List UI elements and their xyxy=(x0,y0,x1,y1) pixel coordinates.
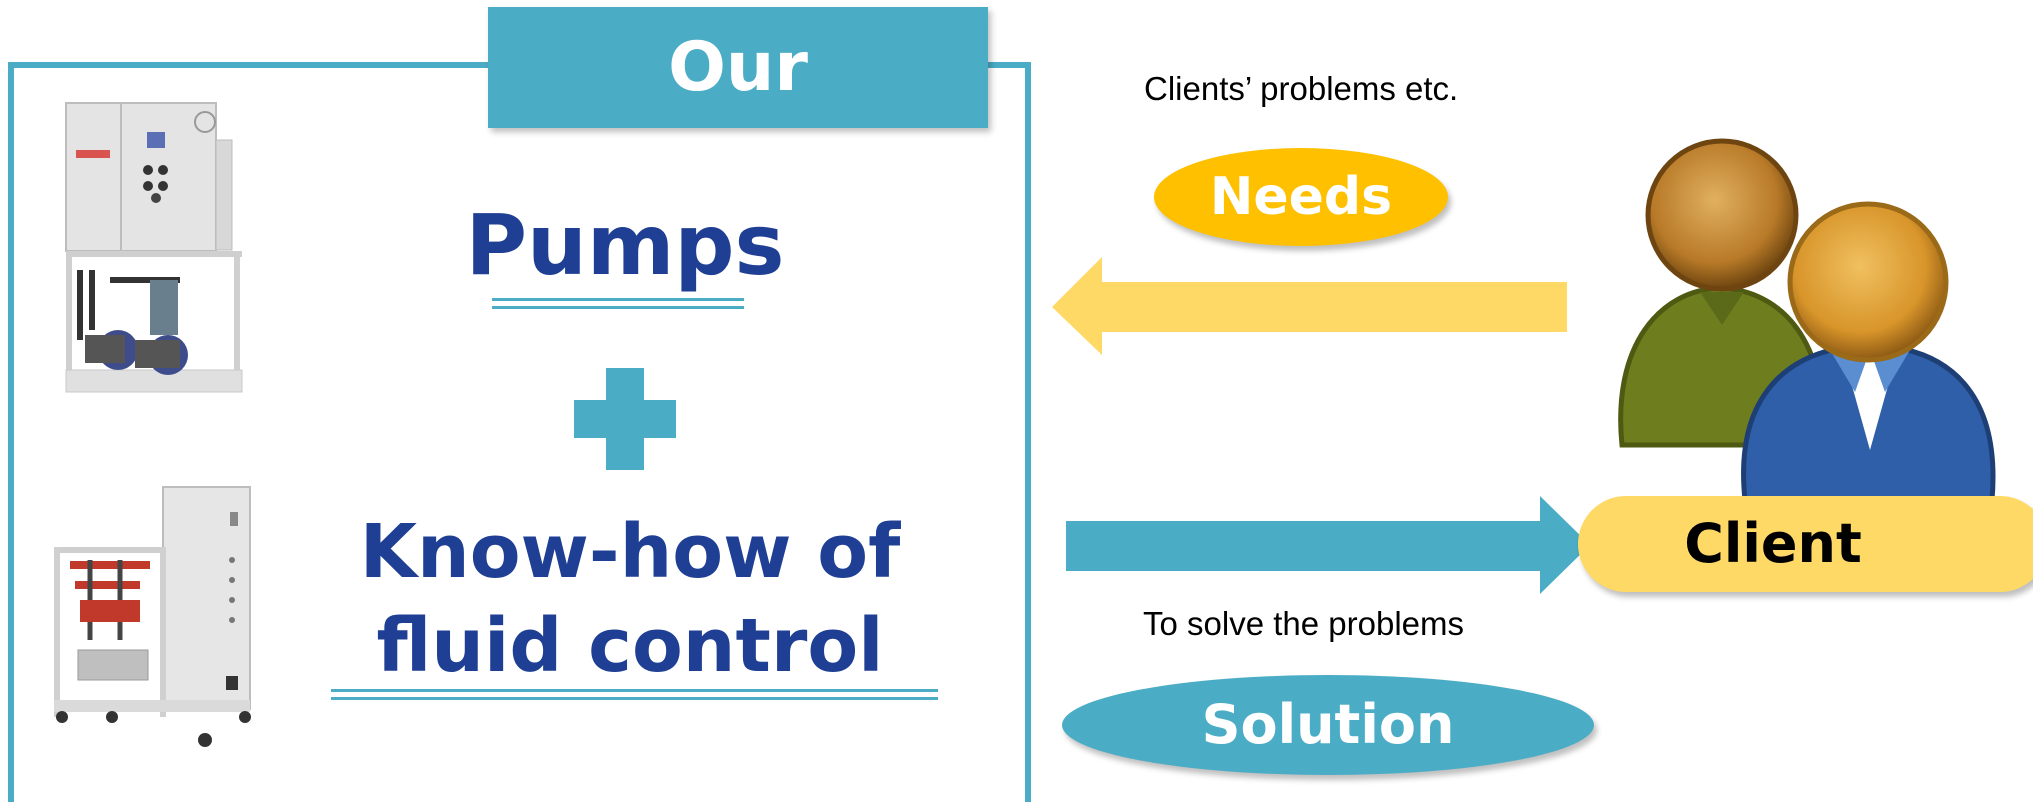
know-how-line-1: Know-how of xyxy=(359,509,901,595)
pumps-underline xyxy=(492,298,744,309)
know-how-line-2: fluid control xyxy=(376,603,884,689)
know-how-underline xyxy=(331,689,938,700)
know-how-text: Know-how of fluid control xyxy=(330,505,930,693)
solution-caption: To solve the problems xyxy=(1143,605,1464,642)
company-title: Our company xyxy=(488,7,988,228)
client-label-text: Client xyxy=(1684,512,1862,575)
plus-icon xyxy=(574,368,676,470)
needs-caption: Clients’ problems etc. xyxy=(1144,70,1459,107)
needs-oval: Needs xyxy=(1154,148,1448,246)
pumps-text: Pumps xyxy=(465,196,785,294)
solution-oval: Solution xyxy=(1062,675,1594,775)
client-label: Client xyxy=(1578,496,2033,592)
